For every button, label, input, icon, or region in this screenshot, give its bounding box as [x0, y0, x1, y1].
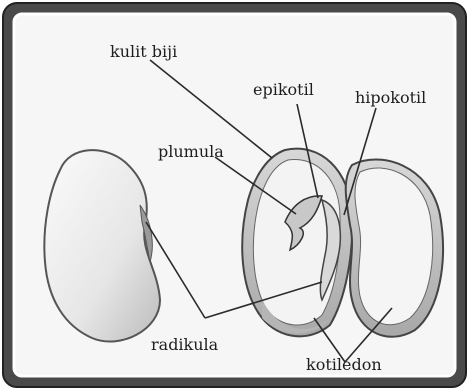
label-hypocotyl: hipokotil — [355, 90, 426, 106]
label-cotyledon: kotiledon — [306, 357, 382, 373]
label-epicotyl: epikotil — [253, 82, 314, 98]
label-seed-coat: kulit biji — [110, 44, 177, 60]
label-plumule: plumula — [158, 144, 224, 160]
label-radicle: radikula — [151, 337, 218, 353]
right-cotyledon-inner — [355, 168, 433, 325]
